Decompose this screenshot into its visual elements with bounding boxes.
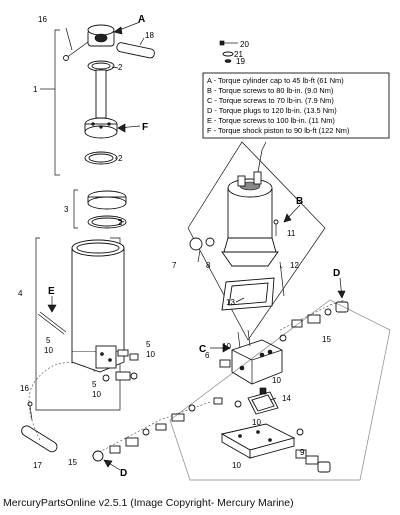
shock-rod-assembly bbox=[40, 24, 155, 176]
valve-chain-upper bbox=[279, 299, 349, 342]
valve-chain-lower bbox=[91, 401, 211, 462]
o-ring-upper-inner bbox=[91, 62, 111, 70]
leader-lines bbox=[65, 27, 283, 401]
cylinder-ports bbox=[95, 345, 117, 369]
pump-manifold bbox=[219, 329, 283, 385]
pump-base-plate bbox=[220, 423, 296, 459]
letter-a: A bbox=[138, 14, 145, 25]
letter-e: E bbox=[48, 286, 55, 297]
torque-spec-b: B - Torque screws to 80 lb-in. (9.0 Nm) bbox=[207, 86, 333, 95]
callout-5-low: 5 bbox=[92, 380, 97, 389]
check-valve bbox=[115, 371, 131, 381]
pump-flange bbox=[221, 251, 279, 267]
cylinder-cap-bore bbox=[94, 33, 108, 43]
callout-10-right: 10 bbox=[272, 376, 281, 385]
callout-10-low: 10 bbox=[92, 390, 101, 399]
cylinder-screw bbox=[37, 313, 65, 335]
callout-8: 8 bbox=[206, 261, 211, 270]
arrow-b bbox=[283, 204, 301, 223]
manifold-screw bbox=[237, 331, 241, 349]
bracket-15 bbox=[169, 299, 391, 481]
fitting bbox=[117, 349, 129, 357]
reservoir-screw bbox=[279, 261, 285, 297]
letter-d-upper: D bbox=[333, 268, 340, 279]
letter-c: C bbox=[199, 344, 206, 355]
valve-fitting bbox=[291, 319, 303, 328]
bracket-4 bbox=[35, 237, 121, 411]
arrow-f bbox=[117, 123, 141, 133]
arrow-c bbox=[210, 343, 231, 353]
callout-18: 18 bbox=[145, 31, 154, 40]
pump-base bbox=[223, 237, 277, 253]
callout-13: 13 bbox=[226, 298, 235, 307]
callout-20: 20 bbox=[240, 40, 249, 49]
callout-9: 9 bbox=[300, 448, 305, 457]
callout-21: 21 bbox=[234, 50, 243, 59]
letter-d-lower: D bbox=[120, 468, 127, 479]
motor-lead bbox=[257, 149, 263, 173]
callout-7: 7 bbox=[172, 261, 177, 270]
callout-6: 6 bbox=[205, 351, 210, 360]
letter-f: F bbox=[142, 122, 148, 133]
exploded-parts-diagram: A - Torque cylinder cap to 45 lb-ft (61 … bbox=[18, 14, 391, 481]
torque-spec-f: F - Torque shock piston to 90 lb-ft (122… bbox=[207, 126, 349, 135]
torque-spec-e: E - Torque screws to 100 lb-in. (11 Nm) bbox=[207, 116, 335, 125]
copyright-caption: MercuryPartsOnline v2.5.1 (Image Copyrig… bbox=[3, 497, 294, 509]
cylinder-seal-kit bbox=[73, 189, 127, 229]
bracket-3 bbox=[73, 189, 78, 229]
callout-15-bottom: 15 bbox=[68, 458, 77, 467]
callout-19: 19 bbox=[236, 57, 245, 66]
arrow-e bbox=[47, 296, 57, 313]
cap-screw-head bbox=[63, 55, 69, 61]
callout-11: 11 bbox=[287, 229, 296, 238]
callout-4: 4 bbox=[18, 289, 23, 298]
shock-rod bbox=[95, 69, 107, 119]
torque-spec-c: C - Torque screws to 70 lb-in. (7.9 Nm) bbox=[207, 96, 334, 105]
bracket-1 bbox=[54, 29, 60, 176]
arrow-a bbox=[113, 21, 141, 35]
pivot-pin bbox=[116, 42, 155, 59]
callout-10-mid: 10 bbox=[146, 350, 155, 359]
callout-2-mid: 2 bbox=[118, 154, 123, 163]
callout-10-manifold: 10 bbox=[222, 342, 231, 351]
cap-screw bbox=[65, 41, 89, 59]
callout-16-top: 16 bbox=[38, 15, 47, 24]
callout-1: 1 bbox=[33, 85, 38, 94]
arrow-d-lower bbox=[103, 459, 121, 471]
lower-plug-d bbox=[92, 450, 104, 462]
callout-15-right: 15 bbox=[322, 335, 331, 344]
lower-pin-group bbox=[21, 362, 97, 453]
pump-motor-assembly bbox=[187, 141, 326, 341]
lower-screw bbox=[29, 405, 33, 421]
cylinder-tube bbox=[71, 247, 125, 353]
torque-spec-a: A - Torque cylinder cap to 45 lb-ft (61 … bbox=[207, 76, 344, 85]
valve-plug-d bbox=[335, 301, 349, 313]
callout-10-left: 10 bbox=[44, 346, 53, 355]
callout-16-bottom: 16 bbox=[20, 384, 29, 393]
washer-21 bbox=[222, 51, 234, 57]
callout-5-left: 5 bbox=[46, 336, 51, 345]
trim-cylinder bbox=[35, 237, 139, 411]
callout-3: 3 bbox=[64, 205, 69, 214]
cylinder-cap-top bbox=[87, 24, 115, 36]
callout-2-low: 2 bbox=[118, 218, 123, 227]
callout-10-base: 10 bbox=[232, 461, 241, 470]
torque-spec-box: A - Torque cylinder cap to 45 lb-ft (61 … bbox=[202, 72, 390, 139]
callout-2-top: 2 bbox=[118, 63, 123, 72]
fill-plug bbox=[189, 237, 203, 251]
fitting-group-9 bbox=[295, 428, 331, 473]
callout-12: 12 bbox=[290, 261, 299, 270]
arrow-d-upper bbox=[337, 277, 346, 299]
clip-19 bbox=[224, 59, 232, 63]
callout-14: 14 bbox=[282, 394, 291, 403]
filter-assembly bbox=[213, 387, 279, 415]
fitting-9 bbox=[295, 449, 307, 459]
letter-b: B bbox=[296, 196, 303, 207]
callout-17: 17 bbox=[33, 461, 42, 470]
callout-5-mid: 5 bbox=[146, 340, 151, 349]
torque-spec-d: D - Torque plugs to 120 lb-in. (13.5 Nm) bbox=[207, 106, 337, 115]
callout-10-filter: 10 bbox=[252, 418, 261, 427]
small-hardware bbox=[219, 40, 238, 63]
